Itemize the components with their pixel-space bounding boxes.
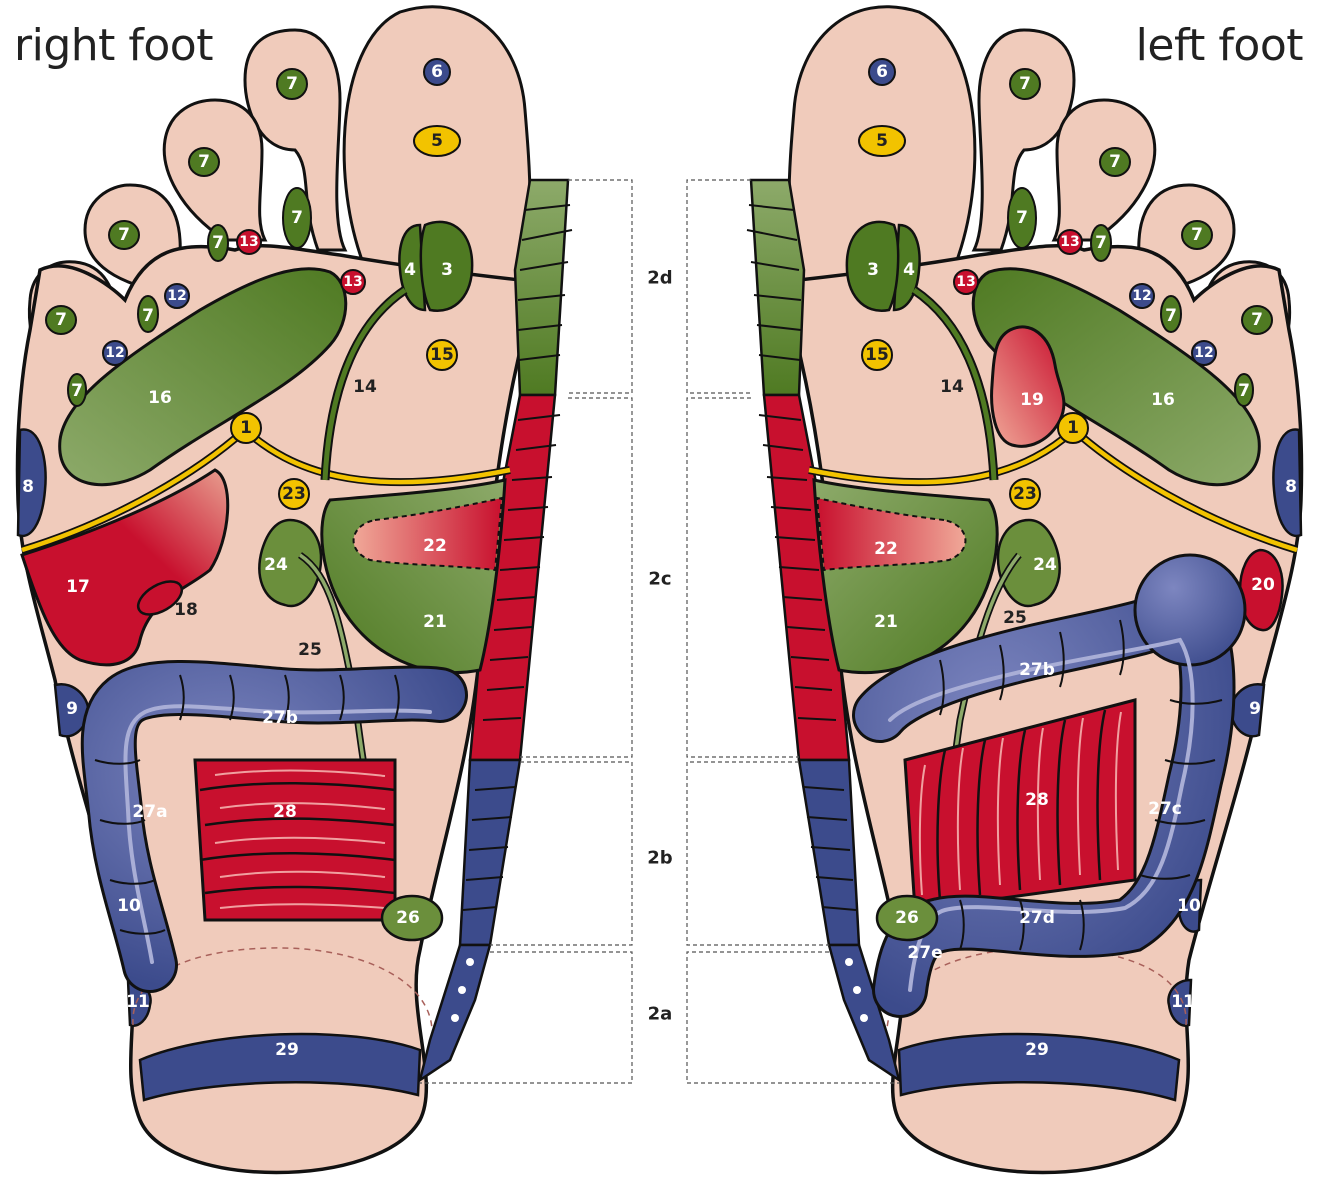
- label-left-7d: 7: [1191, 225, 1203, 245]
- spine-segment-2d: 2d: [647, 268, 672, 289]
- label-right-11: 11: [126, 992, 150, 1012]
- label-left-27e: 27e: [907, 943, 942, 963]
- label-right-12b: 12: [105, 345, 124, 361]
- label-left-3: 3: [867, 260, 879, 280]
- label-right-16: 16: [148, 388, 172, 408]
- label-right-29: 29: [275, 1040, 299, 1060]
- label-left-21: 21: [874, 612, 898, 632]
- label-right-8: 8: [22, 477, 34, 497]
- label-right-7a: 7: [286, 74, 298, 94]
- label-right-27a: 27a: [132, 802, 167, 822]
- label-right-5: 5: [431, 131, 443, 151]
- label-left-7e: 7: [1095, 233, 1107, 253]
- label-left-23: 23: [1013, 484, 1037, 504]
- label-left-27d: 27d: [1019, 908, 1055, 928]
- right-foot: 6 5 7 7 7 7 7 7 7 7 13 13 12 12 4 3 15 1…: [18, 7, 573, 1173]
- spine-segment-2b: 2b: [647, 848, 673, 869]
- label-left-16: 16: [1151, 390, 1175, 410]
- label-left-12b: 12: [1194, 345, 1213, 361]
- label-left-6: 6: [876, 62, 888, 82]
- label-left-22: 22: [874, 539, 898, 559]
- label-right-3: 3: [441, 260, 453, 280]
- label-left-24: 24: [1033, 555, 1057, 575]
- label-right-4: 4: [404, 260, 416, 280]
- label-right-17: 17: [66, 577, 90, 597]
- label-right-7e: 7: [212, 233, 224, 253]
- label-right-27b: 27b: [262, 708, 298, 728]
- label-left-20: 20: [1251, 575, 1275, 595]
- label-right-7d: 7: [118, 225, 130, 245]
- label-left-13b: 13: [956, 274, 975, 290]
- label-left-27b: 27b: [1019, 660, 1055, 680]
- label-right-26: 26: [396, 908, 420, 928]
- label-right-7b: 7: [198, 152, 210, 172]
- label-right-13b: 13: [343, 274, 362, 290]
- label-left-19: 19: [1020, 390, 1044, 410]
- label-right-14: 14: [353, 377, 377, 397]
- label-left-4: 4: [903, 260, 915, 280]
- label-left-7c: 7: [1016, 208, 1028, 228]
- label-right-21: 21: [423, 612, 447, 632]
- label-right-28: 28: [273, 802, 297, 822]
- label-right-7h: 7: [71, 381, 83, 401]
- label-left-7a: 7: [1019, 74, 1031, 94]
- label-left-28: 28: [1025, 790, 1049, 810]
- label-left-12a: 12: [1132, 288, 1151, 304]
- label-left-1: 1: [1067, 418, 1079, 438]
- label-left-11: 11: [1171, 992, 1195, 1012]
- label-right-25: 25: [298, 640, 322, 660]
- label-right-13a: 13: [239, 234, 258, 250]
- label-left-13a: 13: [1060, 234, 1079, 250]
- label-left-15: 15: [865, 345, 889, 365]
- label-left-10: 10: [1177, 896, 1201, 916]
- label-right-1: 1: [240, 418, 252, 438]
- label-right-24: 24: [264, 555, 288, 575]
- label-right-7c: 7: [291, 208, 303, 228]
- label-left-25: 25: [1003, 608, 1027, 628]
- label-left-7f: 7: [1251, 310, 1263, 330]
- right-zone-28: [195, 760, 395, 920]
- label-right-6: 6: [431, 62, 443, 82]
- label-left-14: 14: [940, 377, 964, 397]
- left-foot: 6 5 7 7 7 7 7 7 7 7 13 13 12 12 4 3 15 1…: [747, 7, 1302, 1173]
- right-spine-sacral: [420, 945, 490, 1080]
- spine-segment-2a: 2a: [648, 1004, 673, 1025]
- label-right-12a: 12: [167, 288, 186, 304]
- label-left-27c: 27c: [1148, 799, 1182, 819]
- label-left-26: 26: [895, 908, 919, 928]
- label-left-29: 29: [1025, 1040, 1049, 1060]
- label-right-23: 23: [282, 484, 306, 504]
- label-right-10: 10: [117, 896, 141, 916]
- label-right-22: 22: [423, 536, 447, 556]
- label-left-8: 8: [1285, 477, 1297, 497]
- label-right-15: 15: [430, 345, 454, 365]
- label-right-7f: 7: [55, 310, 67, 330]
- label-left-9: 9: [1249, 699, 1261, 719]
- label-right-18: 18: [174, 600, 198, 620]
- label-left-5: 5: [876, 131, 888, 151]
- label-left-7b: 7: [1109, 152, 1121, 172]
- label-right-7g: 7: [142, 306, 154, 326]
- label-left-7g: 7: [1165, 306, 1177, 326]
- label-right-9: 9: [66, 699, 78, 719]
- spine-segment-2c: 2c: [648, 569, 671, 590]
- label-left-7h: 7: [1238, 381, 1250, 401]
